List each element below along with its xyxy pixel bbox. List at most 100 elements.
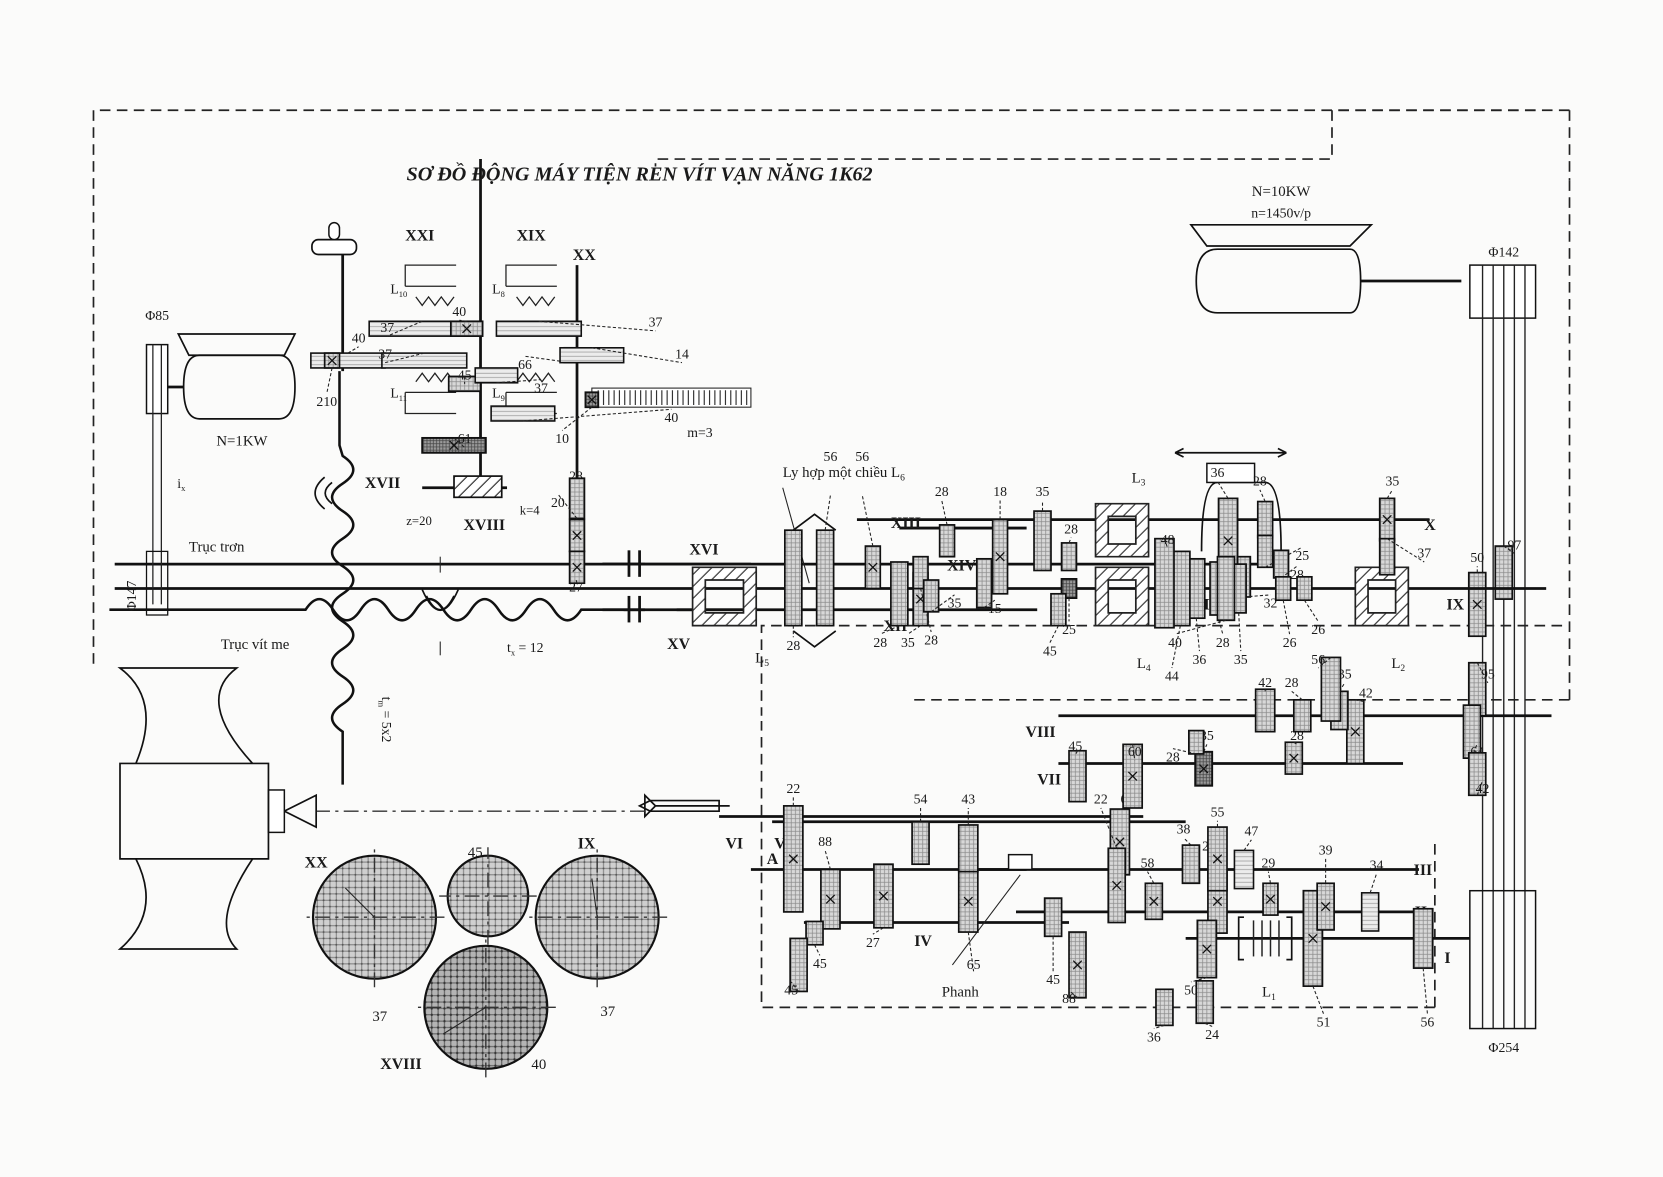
gear	[1233, 849, 1255, 890]
gear-tooth-count: 22	[786, 781, 800, 796]
gear	[1068, 749, 1087, 803]
gear-tooth-count: 47	[1245, 824, 1259, 839]
feed-rod-label: Trục trơn	[189, 539, 245, 555]
gear-tooth-count: 15	[988, 601, 1002, 616]
leadscrew-label: Trục vít me	[221, 637, 290, 653]
shaft-XIV-label: XIV	[947, 557, 977, 574]
ratio-iA-label: ix	[177, 476, 186, 493]
gear-tooth-count: 42	[1359, 686, 1373, 701]
gear-tooth-count: 14	[675, 346, 689, 361]
gear	[495, 320, 583, 337]
change-gear-teeth: 37	[600, 1004, 615, 1020]
gear-tooth-count: 40	[452, 304, 466, 319]
rotated-drawing: N=10KW n=1450v/p Φ142 Φ254 I II	[92, 109, 1571, 1078]
gear-tooth-count: 28	[786, 638, 800, 653]
lead-screw	[109, 597, 624, 622]
clutch-L4	[1094, 566, 1150, 627]
gear-tooth-count: 40	[1168, 635, 1182, 650]
gear-tooth-count: 58	[1141, 855, 1155, 870]
gear-tooth-count: 54	[914, 792, 928, 807]
gear-tooth-count: 42	[1476, 781, 1490, 796]
shaft-XVI-label: XVI	[689, 542, 718, 559]
worm-z20-label: z=20	[406, 514, 432, 528]
gear-tooth-count: 40	[352, 330, 366, 345]
gear-tooth-count: 35	[1234, 652, 1248, 667]
gear	[1254, 688, 1276, 733]
gear-tooth-count: 36	[1147, 1029, 1161, 1044]
gear-tooth-count: 88	[1062, 991, 1076, 1006]
pulley-142-label: Φ142	[1488, 245, 1519, 260]
tx-label: tx = 12	[507, 640, 544, 657]
handwheel[interactable]	[311, 238, 358, 256]
clutch-L1-label: L1	[1262, 985, 1276, 1003]
gear-tooth-count: 22	[1094, 792, 1108, 807]
gear-tooth-count: 26	[1283, 635, 1297, 650]
feed-rod-and-leadscrew: Trục trơn Trục vít me tx = 12	[109, 539, 624, 657]
gear-tooth-count: 45	[784, 983, 798, 998]
gear	[1412, 907, 1434, 969]
gear	[474, 367, 519, 384]
clutch-L3-label: L3	[1132, 470, 1146, 488]
gear-tooth-count: 45	[813, 956, 827, 971]
clutch-L9-label: L9	[492, 386, 505, 403]
shaft-IX-label: IX	[1447, 597, 1465, 614]
gear-tooth-count: 60	[1128, 744, 1142, 759]
shaft-XXI-label: XXI	[405, 228, 434, 245]
gear-tooth-count: 35	[901, 635, 915, 650]
gear-tooth-count: 95	[1481, 667, 1495, 682]
gear-tooth-count: 50	[1184, 983, 1198, 998]
gear-tooth-count: 10	[555, 431, 569, 446]
change-gear-teeth: 45	[468, 845, 483, 861]
gear	[1216, 555, 1236, 622]
gear	[1378, 537, 1396, 576]
gear	[957, 824, 979, 873]
gear-tooth-count: 97	[1507, 537, 1521, 552]
shaft-A-label: A	[767, 851, 779, 868]
gear-tooth-count: 37	[534, 380, 548, 395]
gear-tooth-count: 56	[824, 449, 838, 464]
gear-tooth-count: 88	[818, 834, 832, 849]
overrunning-clutch-L6: Ly hợp một chiều L6	[782, 465, 905, 648]
gear	[890, 561, 909, 627]
norton-slide-arrow	[1174, 447, 1287, 458]
gear	[1043, 897, 1063, 938]
gear-tooth-count: 61	[458, 431, 472, 446]
gear-tooth-count: 42	[1258, 675, 1272, 690]
gear	[1360, 892, 1380, 932]
gear-tooth-count: 37	[1417, 546, 1431, 561]
clutch-L2-label: L2	[1391, 656, 1405, 674]
gear-tooth-count: 35	[948, 596, 962, 611]
shaft-XX-label: XX	[573, 247, 596, 264]
main-motor-power: N=10KW	[1252, 184, 1311, 200]
feedbox-clutches: L2 L4 L3 L5	[691, 447, 1410, 674]
change-gear-teeth: 40	[531, 1057, 546, 1073]
gear	[911, 820, 930, 866]
shaft-VII-label: VII	[1037, 772, 1061, 789]
gear-tooth-count: 32	[1264, 596, 1278, 611]
shaft-VIII-label: VIII	[1026, 724, 1056, 741]
shaft-XV-label: XV	[667, 636, 690, 653]
gear-tooth-count: 45	[1043, 643, 1057, 658]
gear	[310, 352, 386, 369]
gear	[1296, 575, 1313, 602]
gear	[568, 477, 586, 520]
rack-module-label: m=3	[687, 425, 712, 440]
fast-motor: N=1KW Φ85 Φ147 ix	[124, 308, 297, 616]
gear	[1256, 500, 1274, 539]
gear-tooth-count: 27	[866, 935, 880, 950]
gear	[938, 524, 956, 558]
leadscrew-nut	[421, 589, 460, 611]
brake-label: Phanh	[942, 985, 980, 1001]
border-right-vertical	[92, 109, 1571, 701]
gear-tooth-count: 37	[649, 315, 663, 330]
gear	[1060, 542, 1078, 572]
gear-tooth-count: 45	[1046, 972, 1060, 987]
clutch-L10-label: L10	[390, 282, 407, 299]
gear-tooth-count: 56	[1421, 1014, 1435, 1029]
gear-tooth-count: 28	[935, 484, 949, 499]
tm-label: tm = 5x2	[377, 697, 394, 743]
gear-tooth-count: 25	[1295, 548, 1309, 563]
gear	[1033, 510, 1052, 572]
gear-tooth-count: 43	[961, 792, 975, 807]
fast-motor-power: N=1KW	[216, 433, 267, 449]
